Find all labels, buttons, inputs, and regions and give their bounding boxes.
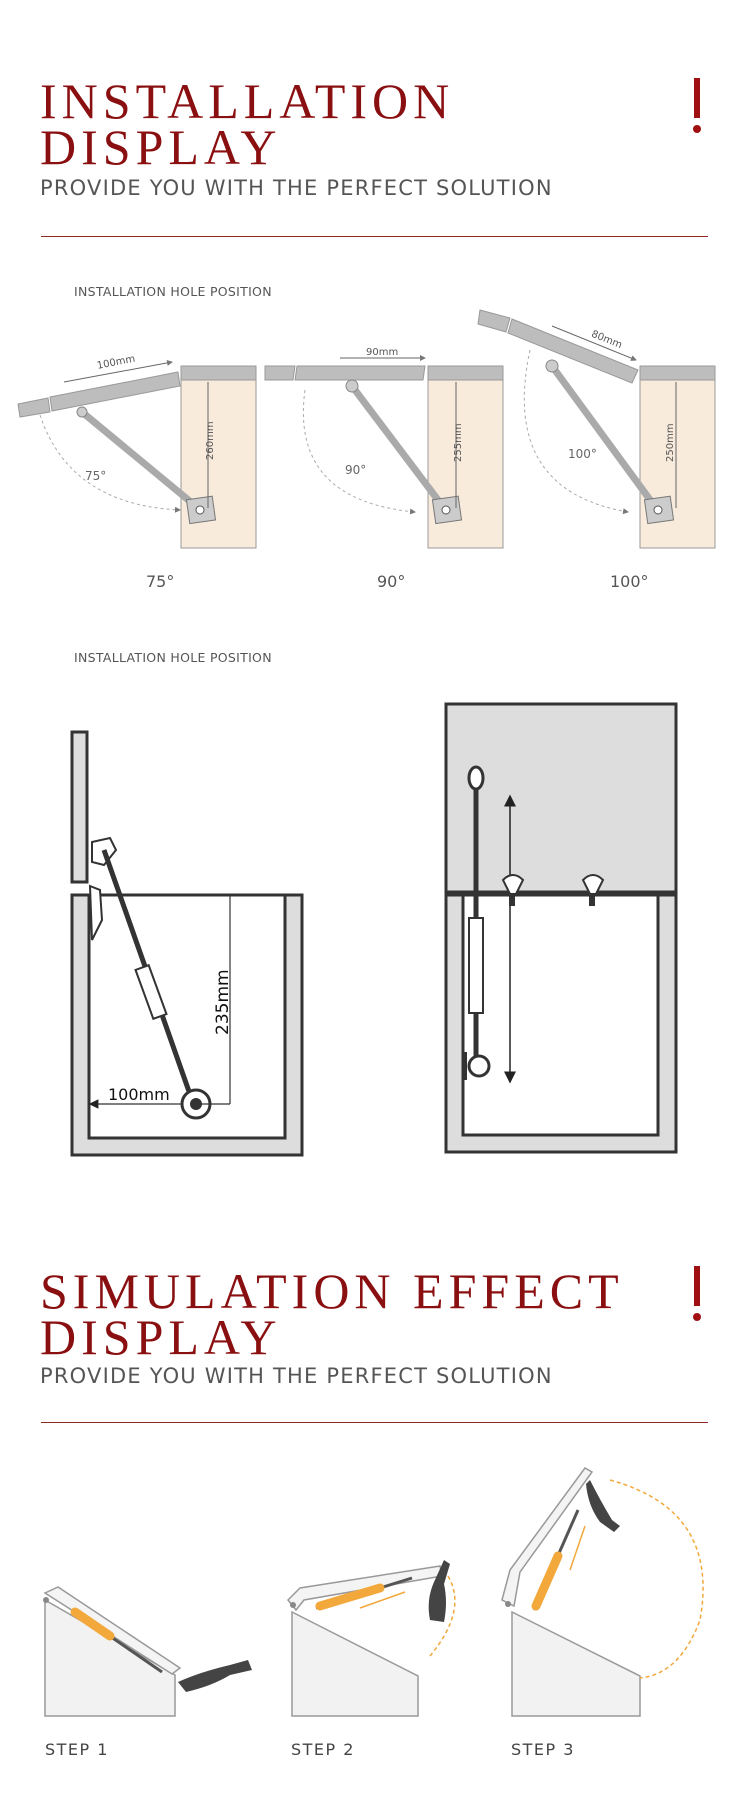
step3-label: STEP 3	[511, 1740, 575, 1759]
diagram2-height: 255mm	[453, 423, 464, 462]
step3-illustration	[501, 1467, 704, 1717]
left-detail	[70, 730, 304, 1157]
angle-label-100: 100°	[610, 572, 649, 591]
diagram2-arc-label: 90°	[345, 463, 366, 477]
installation-title-line1: INSTALLATION	[40, 73, 455, 129]
right-detail	[444, 702, 678, 1154]
exclamation-icon	[693, 78, 701, 133]
diagram1-arc-label: 75°	[85, 469, 106, 483]
installation-subtitle: PROVIDE YOU WITH THE PERFECT SOLUTION	[40, 176, 553, 200]
diagram3-height: 250mm	[665, 423, 676, 462]
diagram-90	[264, 355, 504, 549]
diagram1-arm-length: 100mm	[96, 354, 136, 372]
diagram2-arm-length: 90mm	[366, 347, 398, 358]
angle-diagrams: 100mm 260mm 75° 90mm 255mm 90° 80mm 250m…	[17, 309, 716, 549]
installation-title: INSTALLATION DISPLAY	[40, 73, 455, 175]
simulation-subtitle: PROVIDE YOU WITH THE PERFECT SOLUTION	[40, 1364, 553, 1388]
diagram-100	[477, 309, 716, 549]
step1-label: STEP 1	[45, 1740, 109, 1759]
section-divider	[41, 236, 708, 237]
angle-label-75: 75°	[146, 572, 175, 591]
angle-label-90: 90°	[377, 572, 406, 591]
step2-illustration	[286, 1560, 456, 1717]
section-divider	[41, 1422, 708, 1423]
installation-title-line2: DISPLAY	[40, 119, 282, 175]
hole-position-label-2: INSTALLATION HOLE POSITION	[74, 650, 272, 665]
step1-illustration	[43, 1586, 252, 1717]
hole-position-label: INSTALLATION HOLE POSITION	[74, 284, 272, 299]
detail-horizontal-dimension: 100mm	[108, 1085, 170, 1104]
diagram1-height: 260mm	[205, 421, 216, 460]
exclamation-icon	[693, 1266, 701, 1321]
simulation-title-line2: DISPLAY	[40, 1309, 282, 1365]
simulation-title-line1: SIMULATION EFFECT	[40, 1263, 624, 1319]
step2-label: STEP 2	[291, 1740, 355, 1759]
diagram-75	[17, 359, 257, 549]
detail-diagrams: 235mm 100mm	[70, 702, 678, 1157]
simulation-title: SIMULATION EFFECT DISPLAY	[40, 1263, 624, 1365]
diagram3-arc-label: 100°	[568, 447, 597, 461]
step-illustrations	[43, 1467, 704, 1717]
detail-vertical-dimension: 235mm	[213, 969, 233, 1035]
